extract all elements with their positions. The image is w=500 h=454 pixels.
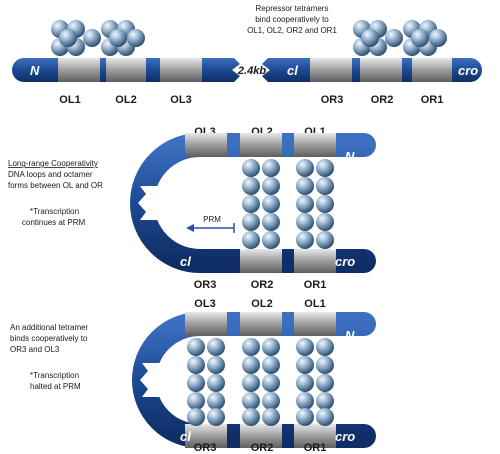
top-operator-ol2 [106,58,146,82]
bot-gene-cl: cl [180,429,191,444]
mid-note-title: Long-range Cooperativity [8,159,98,168]
panel-middle: OL3 OL2 OL1 N cl cro P [8,126,376,291]
bot-gene-n: N [345,328,355,343]
top-operator-ol1 [58,58,100,82]
mid-prm-label: PRM [203,215,221,224]
top-gene-cl: cl [287,63,298,78]
top-label-or3: OR3 [321,94,344,106]
top-header-line-1: Repressor tetramers [256,4,329,13]
mid-op-or1 [294,249,336,273]
top-label-ol2: OL2 [115,94,136,106]
bot-op-or3 [185,424,227,448]
mid-gene-cl: cl [180,254,191,269]
mid-op-or2 [240,249,282,273]
top-operator-or3 [310,58,352,82]
bot-top-label-ol3: OL3 [194,298,215,310]
bot-top-label-ol2: OL2 [251,298,272,310]
bot-note-line-1: An additional tetramer [10,323,89,332]
bot-op-ol2 [240,312,282,336]
panel-top: Repressor tetramers bind cooperatively t… [12,4,482,106]
top-header-line-3: OL1, OL2, OR2 and OR1 [247,26,337,35]
top-label-ol3: OL3 [170,94,191,106]
bot-dodecamer [187,338,334,426]
top-gene-n: N [30,63,40,78]
mid-op-ol3 [185,133,227,157]
mid-loop-break [138,186,168,220]
top-gap-label: 2.4kb [237,65,266,77]
bot-bottom-label-or3: OR3 [194,442,217,454]
mid-note2-line-1: *Transcription [30,207,79,216]
mid-op-ol1 [294,133,336,157]
top-left-tetramers [51,20,145,56]
top-header-line-2: bind cooperatively to [255,15,329,24]
mid-bottom-label-or3: OR3 [194,279,217,291]
bot-loop-break [140,363,170,397]
bot-op-or2 [240,424,282,448]
mid-note2-line-2: continues at PRM [22,218,85,227]
top-operator-ol3 [160,58,202,82]
bot-note-line-2: binds cooperatively to [10,334,88,343]
bot-bottom-label-or1: OR1 [304,442,327,454]
top-operator-or2 [360,58,402,82]
mid-op-ol2 [240,133,282,157]
top-right-tetramers [353,20,447,56]
top-dna-break [232,58,270,82]
bot-op-or1 [294,424,336,448]
mid-gene-cro: cro [335,254,355,269]
mid-prm-arrowhead [186,224,194,232]
top-label-or2: OR2 [371,94,394,106]
top-operator-or1 [412,58,452,82]
mid-bottom-label-or1: OR1 [304,279,327,291]
mid-bottom-label-or2: OR2 [251,279,274,291]
top-gene-cro: cro [458,63,478,78]
bot-op-ol3 [185,312,227,336]
top-label-or1: OR1 [421,94,444,106]
bot-note-line-3: OR3 and OL3 [10,345,60,354]
panel-bottom: OL3 OL2 OL1 N cl cro [10,298,376,454]
bot-note2-line-2: halted at PRM [30,382,81,391]
bot-top-label-ol1: OL1 [304,298,325,310]
bot-note2-line-1: *Transcription [30,371,79,380]
bot-bottom-label-or2: OR2 [251,442,274,454]
top-label-ol1: OL1 [59,94,80,106]
mid-note-line-2: forms between OL and OR [8,181,103,190]
mid-octamer [242,159,334,249]
mid-gene-n: N [345,149,355,164]
bot-op-ol1 [294,312,336,336]
mid-note-line-1: DNA loops and octamer [8,170,93,179]
bot-gene-cro: cro [335,429,355,444]
